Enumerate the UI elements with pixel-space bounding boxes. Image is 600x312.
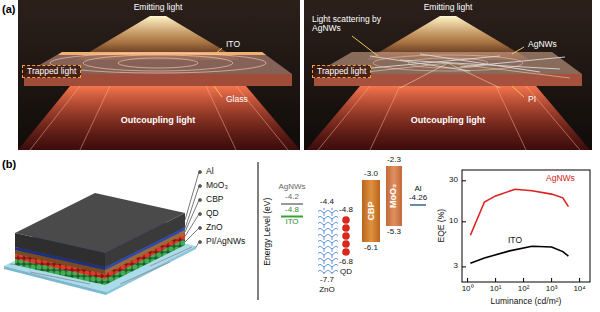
energy-value: -5.3: [387, 228, 401, 237]
tick-label: 30: [449, 176, 458, 185]
energy-value: -4.8: [339, 206, 353, 215]
energy-value: -2.3: [387, 156, 401, 165]
tick-label: 10¹: [490, 285, 502, 294]
tick-label: 10²: [518, 285, 530, 294]
trapped-light-box: Trapped light: [312, 65, 371, 78]
axis-ticks: [462, 181, 580, 282]
ito-curve: [470, 246, 568, 263]
energy-value: -3.0: [364, 170, 378, 179]
leader-line: [352, 36, 378, 56]
light-rays: [30, 86, 288, 150]
node-text: CBP: [366, 201, 376, 220]
agnw-curve: [470, 189, 568, 235]
layer-label: AgNWs: [528, 40, 557, 49]
material-label: QD: [340, 268, 352, 277]
energy-value: -6.8: [339, 258, 353, 267]
light-label: Outcoupling light: [121, 116, 195, 126]
layer-label: Glass: [226, 95, 248, 104]
energy-value: -6.1: [364, 244, 378, 253]
al-layer: [105, 213, 185, 267]
node-text: MoO₃: [389, 184, 399, 208]
layer-label: PI/AgNWs: [206, 237, 245, 246]
leader-line: [214, 86, 222, 97]
light-label: Emitting light: [424, 3, 473, 12]
energy-value: -4.8: [285, 206, 299, 215]
axis-title: Luminance (cd/m²): [491, 297, 562, 306]
leader-lines: [185, 171, 202, 248]
level-line: [410, 204, 426, 206]
energy-value: -4.2: [285, 193, 299, 202]
nanowires: [340, 54, 565, 72]
material-label: ITO: [285, 218, 298, 227]
energy-value: -4.26: [409, 194, 427, 203]
light-rays: [318, 86, 580, 150]
panel-letter: (b): [2, 158, 16, 170]
leader-line: [214, 48, 222, 55]
panel-letter: (a): [2, 3, 15, 15]
ring-pattern: [50, 53, 266, 73]
energy-value: -4.4: [320, 198, 334, 207]
outcoupling-glow: [18, 86, 300, 150]
zno-lattice: [318, 208, 338, 274]
light-label: Light scattering by AgNWs: [312, 15, 382, 34]
tick-label: 10⁴: [573, 285, 585, 294]
energy-bar: CBP: [362, 180, 380, 242]
leader-line: [512, 86, 524, 97]
material-label: Al: [414, 185, 421, 194]
light-label: Emitting light: [134, 3, 183, 12]
layer-label: PI: [528, 95, 536, 104]
tick-label: 10⁰: [462, 285, 474, 294]
trapped-light-box: Trapped light: [22, 65, 81, 78]
axis-title: EQE (%): [437, 209, 446, 243]
layer-label: Al: [206, 167, 214, 176]
leader-line: [512, 47, 524, 54]
layer-label: CBP: [206, 195, 223, 204]
energy-axis: [258, 162, 259, 300]
plot-frame: [462, 170, 590, 282]
node-text: Trapped light: [317, 66, 366, 76]
tick-label: 3: [454, 262, 458, 271]
layer-label: QD: [206, 209, 219, 218]
tick-label: 10³: [546, 285, 558, 294]
layer-label: MoO₃: [206, 181, 228, 190]
photo-ground: [304, 0, 592, 150]
axis-title: Energy Level (eV): [263, 198, 272, 266]
photo-ground: [18, 0, 300, 150]
al-layer: [15, 233, 105, 267]
qd-dots: [342, 216, 350, 256]
light-label: Outcoupling light: [411, 116, 485, 126]
device-stack: [4, 193, 196, 295]
tick-label: 10: [449, 217, 458, 226]
node-text: Trapped light: [27, 66, 76, 76]
layer-label: ITO: [226, 40, 240, 49]
series-label: AgNWs: [546, 174, 575, 183]
outcoupling-glow: [306, 86, 590, 150]
material-label: ZnO: [319, 286, 335, 295]
material-label: AgNWs: [278, 183, 305, 192]
energy-bar: MoO₃: [386, 166, 402, 226]
layer-label: ZnO: [206, 223, 223, 232]
energy-value: -7.7: [320, 276, 334, 285]
series-label: ITO: [508, 236, 522, 245]
